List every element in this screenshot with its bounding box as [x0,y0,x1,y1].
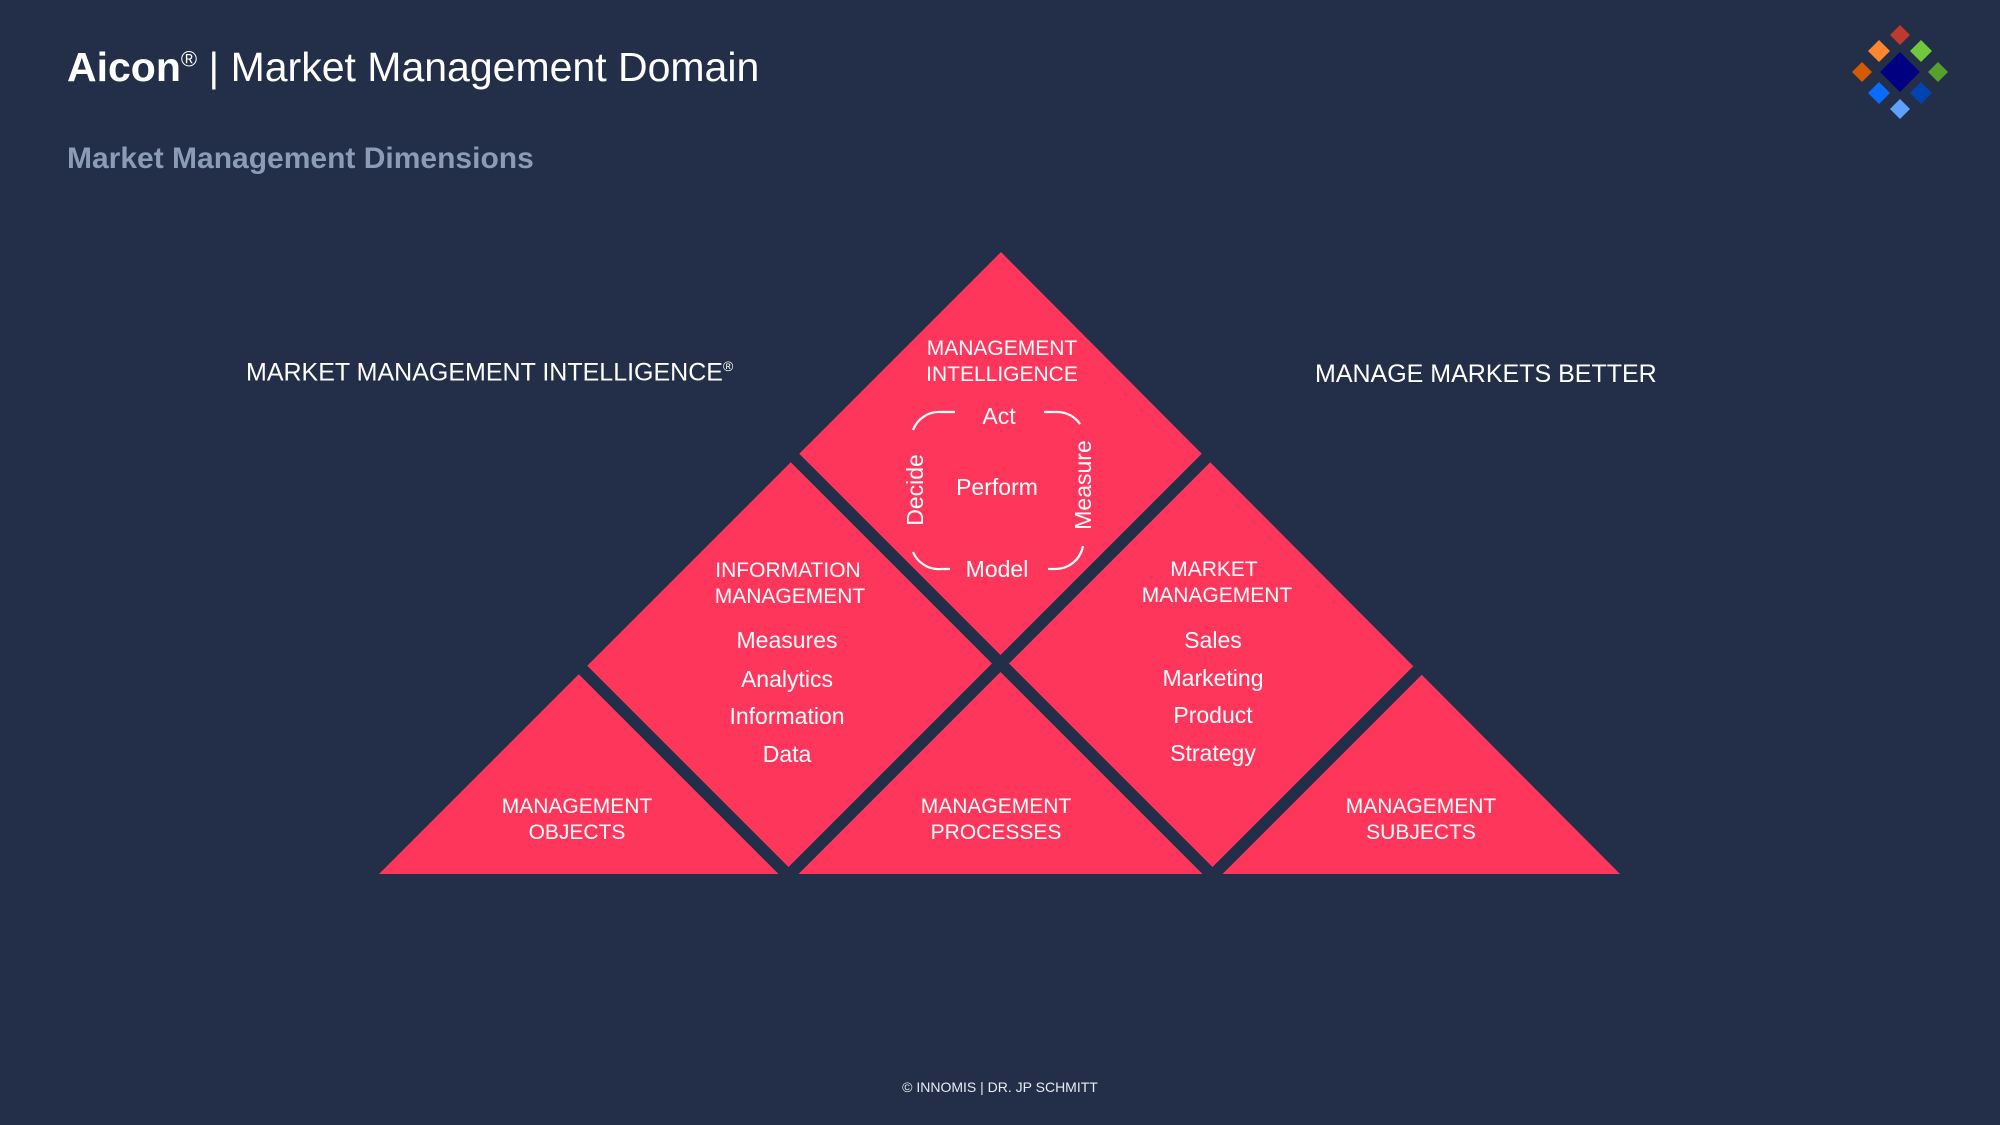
processes-title-line1: MANAGEMENT [921,795,1072,818]
cycle-brackets [911,410,1085,571]
cycle-model: Model [966,556,1029,582]
im-title-line1: INFORMATION [715,559,860,582]
mm-title-line1: MARKET [1170,558,1258,581]
im-item: Measures [737,627,838,653]
mi-title-line1: MANAGEMENT [927,337,1078,360]
objects-title-line1: MANAGEMENT [502,795,653,818]
tagline-left-mark: ® [722,358,734,374]
mm-item: Strategy [1170,740,1256,766]
processes-title-line2: PROCESSES [931,821,1062,844]
im-item: Data [763,741,812,767]
cycle-decide: Decide [902,454,928,526]
management-subjects-section: MANAGEMENT SUBJECTS [1346,795,1497,844]
market-management-section: MARKET MANAGEMENT Sales Marketing Produc… [1142,558,1293,766]
title-separator: | [208,44,220,90]
title-text: Market Management Domain [230,44,760,90]
im-item: Analytics [741,666,833,692]
tagline-left-text: MARKET MANAGEMENT INTELLIGENCE [246,358,723,387]
im-item: Information [729,703,844,729]
objects-title-line2: OBJECTS [529,821,626,844]
mm-title-line2: MANAGEMENT [1142,584,1293,607]
footer-copyright: © INNOMIS | DR. JP SCHMITT [902,1079,1098,1095]
tagline-right: MANAGE MARKETS BETTER [1315,360,1657,388]
diamond-grid-logo-icon [1852,25,1948,119]
mi-title-line2: INTELLIGENCE [926,363,1078,386]
im-title-line2: MANAGEMENT [715,585,866,608]
cycle-measure: Measure [1070,440,1096,529]
cycle-perform: Perform [956,474,1038,500]
cycle-act: Act [982,403,1016,429]
tagline-left: MARKET MANAGEMENT INTELLIGENCE® [246,358,733,387]
management-objects-section: MANAGEMENT OBJECTS [502,795,653,844]
mm-item: Marketing [1163,665,1264,691]
mm-item: Product [1173,702,1253,728]
mm-item: Sales [1184,627,1242,653]
pyramid-shape [379,252,1620,874]
management-processes-section: MANAGEMENT PROCESSES [921,795,1072,844]
page-subtitle: Market Management Dimensions [67,142,534,175]
subjects-title-line1: MANAGEMENT [1346,795,1497,818]
subjects-title-line2: SUBJECTS [1366,821,1476,844]
page-title: Aicon® | Market Management Domain [67,44,759,91]
management-intelligence-section: MANAGEMENT INTELLIGENCE Act Perform Mode… [902,337,1096,582]
brand-name: Aicon [67,44,181,90]
pyramid-dividers [576,451,1425,881]
information-management-section: INFORMATION MANAGEMENT Measures Analytic… [715,559,866,767]
brand-mark: ® [180,46,198,72]
logo-diamonds [1852,25,1948,119]
